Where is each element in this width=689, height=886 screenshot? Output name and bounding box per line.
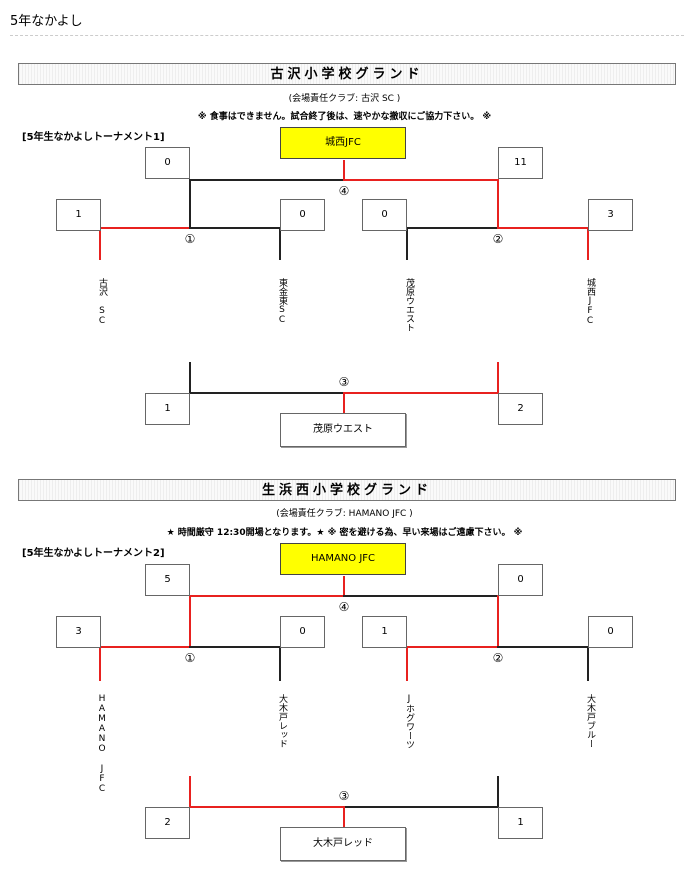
bracket-line: [99, 646, 101, 681]
bracket-line: [587, 646, 589, 681]
bracket-line: [189, 776, 191, 807]
team-name: 城西JFC: [585, 278, 595, 326]
winner-box: 城西JFC: [280, 127, 406, 159]
bracket-line: [189, 179, 191, 228]
team-name: 東金東SC: [277, 278, 287, 325]
bracket-line: [497, 776, 499, 807]
bracket-line: [497, 646, 589, 648]
divider: [10, 35, 684, 36]
bracket-line: [279, 227, 281, 260]
team-name: 大木戸レッド: [277, 694, 287, 748]
bracket-line: [189, 806, 345, 808]
bracket-line: [99, 227, 101, 260]
bracket-line: [99, 646, 191, 648]
match-number: ③: [334, 376, 354, 389]
team-name: HAMANO JFC: [97, 694, 107, 794]
team-name: Jホグワーツ: [404, 694, 414, 749]
score-third-left: 1: [145, 393, 190, 425]
team-name: 茂原ウエスト: [404, 278, 414, 332]
bracket-line: [497, 179, 499, 228]
winner-box: HAMANO JFC: [280, 543, 406, 575]
bracket-line: [406, 646, 499, 648]
tournament-label: [5年生なかよしトーナメント2]: [22, 548, 165, 559]
score-third-right: 1: [498, 807, 543, 839]
score-semi1-left: 1: [56, 199, 101, 231]
match-number: ③: [334, 790, 354, 803]
bracket-line: [343, 576, 345, 596]
match-number: ②: [488, 652, 508, 665]
venue-notice: ※ 食事はできません。試合終了後は、速やかな撤収にご協力下さい。 ※: [197, 112, 492, 122]
score-semi1-right: 0: [280, 199, 325, 231]
bracket-line: [406, 646, 408, 681]
bracket-line: [343, 160, 345, 180]
score-semi2-left: 1: [362, 616, 407, 648]
bracket-line: [279, 646, 281, 681]
bracket-line: [189, 646, 281, 648]
third-place-box: 茂原ウエスト: [280, 413, 406, 447]
bracket-line: [189, 595, 191, 647]
bracket-line: [189, 392, 345, 394]
score-semi2-left: 0: [362, 199, 407, 231]
score-semi1-left: 3: [56, 616, 101, 648]
bracket-line: [343, 806, 499, 808]
score-final-right: 0: [498, 564, 543, 596]
score-third-left: 2: [145, 807, 190, 839]
match-number: ②: [488, 233, 508, 246]
bracket-line: [343, 806, 345, 828]
bracket-line: [190, 179, 345, 181]
score-final-left: 5: [145, 564, 190, 596]
team-name: 古沢 SC: [97, 278, 107, 326]
venue-manager: (会場責任クラブ: 古沢 SC ): [288, 94, 401, 104]
tournament-label: [5年生なかよしトーナメント1]: [22, 132, 165, 143]
score-final-left: 0: [145, 147, 190, 179]
score-semi2-right: 0: [588, 616, 633, 648]
bracket-line: [343, 392, 345, 414]
bracket-line: [497, 362, 499, 393]
match-number: ①: [180, 652, 200, 665]
third-place-box: 大木戸レッド: [280, 827, 406, 861]
bracket-line: [343, 179, 499, 181]
venue-title: 古沢小学校グランド: [18, 63, 676, 85]
bracket-line: [587, 227, 589, 260]
team-name: 大木戸ブルー: [585, 694, 595, 748]
venue-title: 生浜西小学校グランド: [18, 479, 676, 501]
match-number: ①: [180, 233, 200, 246]
bracket-line: [189, 362, 191, 393]
score-final-right: 11: [498, 147, 543, 179]
score-semi2-right: 3: [588, 199, 633, 231]
score-third-right: 2: [498, 393, 543, 425]
match-number: ④: [334, 185, 354, 198]
bracket-line: [497, 595, 499, 647]
bracket-line: [406, 227, 499, 229]
bracket-line: [406, 227, 408, 260]
bracket-line: [189, 227, 281, 229]
bracket-line: [497, 227, 589, 229]
bracket-line: [190, 595, 345, 597]
bracket-line: [343, 595, 499, 597]
venue-notice: ★ 時間厳守 12:30開場となります。★ ※ 密を避ける為、早い来場はご遠慮下…: [166, 528, 523, 538]
score-semi1-right: 0: [280, 616, 325, 648]
bracket-line: [99, 227, 191, 229]
match-number: ④: [334, 601, 354, 614]
bracket-line: [343, 392, 499, 394]
venue-manager: (会場責任クラブ: HAMANO JFC ): [276, 509, 413, 519]
page-title: 5年なかよし: [10, 14, 83, 29]
